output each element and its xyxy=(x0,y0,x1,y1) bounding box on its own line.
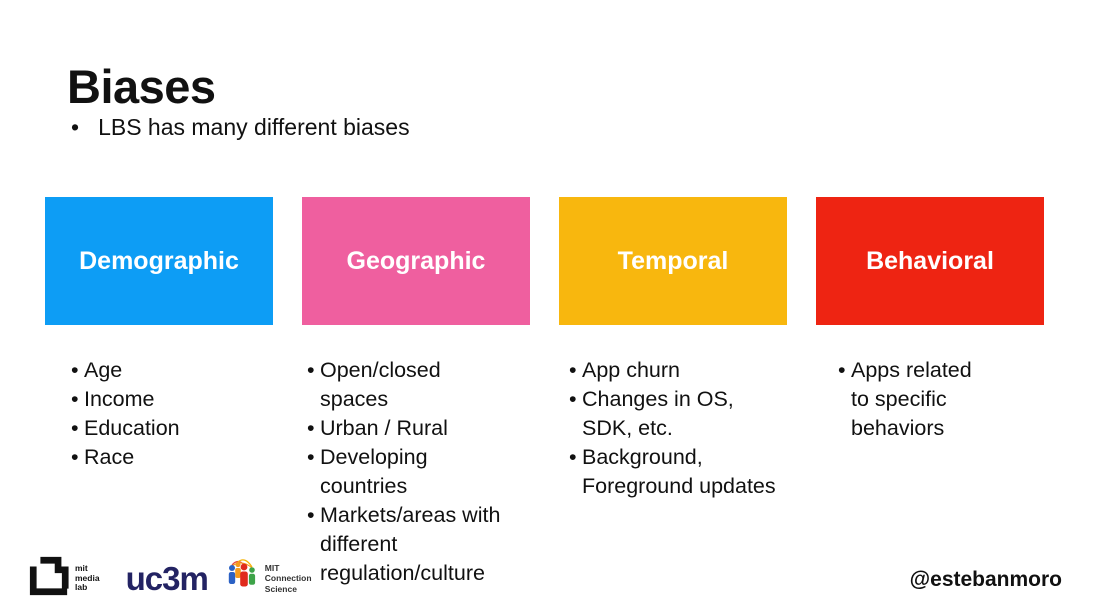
list-item-text: Income xyxy=(84,387,155,411)
category-item-list: •Open/closed spaces•Urban / Rural•Develo… xyxy=(302,356,530,588)
list-item: •Markets/areas with different regulation… xyxy=(307,501,530,588)
list-item-text: Markets/areas with different regulation/… xyxy=(320,503,501,585)
category-label: Temporal xyxy=(617,246,729,275)
bullet-icon: • xyxy=(71,358,79,382)
intro-bullet-line: • LBS has many different biases xyxy=(71,114,410,141)
connection-science-line: Science xyxy=(264,583,297,594)
intro-text: LBS has many different biases xyxy=(98,114,410,140)
list-item: •Race xyxy=(71,443,273,472)
category-box: Demographic xyxy=(45,197,273,325)
list-item: •Developing countries xyxy=(307,443,530,501)
list-item: •Open/closed spaces xyxy=(307,356,530,414)
author-handle: @estebanmoro xyxy=(909,568,1062,591)
media-lab-line: media xyxy=(75,572,100,583)
connection-science-line: Connection xyxy=(264,573,312,584)
connection-science-label: MIT Connection Science xyxy=(265,563,312,594)
list-item-text: Apps related to specific behaviors xyxy=(851,358,972,440)
category-label: Behavioral xyxy=(866,246,994,275)
bullet-icon: • xyxy=(569,387,577,411)
list-item-text: Open/closed spaces xyxy=(320,358,441,411)
bullet-icon: • xyxy=(307,416,315,440)
list-item-text: Developing countries xyxy=(320,445,428,498)
category-box: Temporal xyxy=(559,197,787,325)
list-item: •Background, Foreground updates xyxy=(569,443,787,501)
bullet-icon: • xyxy=(71,387,79,411)
list-item-text: Education xyxy=(84,416,180,440)
list-item-text: App churn xyxy=(582,358,681,382)
bullet-icon: • xyxy=(307,445,315,469)
category-box: Geographic xyxy=(302,197,530,325)
connection-science-people-icon xyxy=(224,556,260,601)
list-item: •Apps related to specific behaviors xyxy=(838,356,1044,443)
bullet-icon: • xyxy=(71,114,80,140)
category-item-list: •Apps related to specific behaviors xyxy=(816,356,1044,443)
list-item-text: Background, Foreground updates xyxy=(582,445,776,498)
category-label: Geographic xyxy=(346,246,486,275)
mit-media-lab-logo-icon xyxy=(28,555,70,602)
category-label: Demographic xyxy=(79,246,239,275)
bullet-icon: • xyxy=(71,445,79,469)
slide-title: Biases xyxy=(67,60,216,114)
footer-logos: mit media lab uc3m MIT Connection Scie xyxy=(28,555,312,602)
category-item-list: •Age•Income•Education•Race xyxy=(45,356,273,472)
list-item: •Age xyxy=(71,356,273,385)
bullet-icon: • xyxy=(569,445,577,469)
list-item-text: Race xyxy=(84,445,135,469)
mit-connection-science-logo: MIT Connection Science xyxy=(224,556,312,601)
category-item-list: •App churn•Changes in OS, SDK, etc.•Back… xyxy=(559,356,787,501)
bullet-icon: • xyxy=(307,358,315,382)
media-lab-line: lab xyxy=(75,582,88,593)
bias-column-behavioral: Behavioral •Apps related to specific beha… xyxy=(816,197,1044,588)
media-lab-line: mit xyxy=(75,563,88,574)
bullet-icon: • xyxy=(307,503,315,527)
list-item: •Urban / Rural xyxy=(307,414,530,443)
list-item-text: Changes in OS, SDK, etc. xyxy=(582,387,734,440)
list-item: •App churn xyxy=(569,356,787,385)
list-item: •Education xyxy=(71,414,273,443)
bias-column-geographic: Geographic•Open/closed spaces•Urban / Ru… xyxy=(302,197,530,588)
list-item-text: Age xyxy=(84,358,123,382)
list-item-text: Urban / Rural xyxy=(320,416,448,440)
mit-media-lab-label: mit media lab xyxy=(75,564,100,592)
bullet-icon: • xyxy=(838,358,846,382)
list-item: •Income xyxy=(71,385,273,414)
bias-column-demographic: Demographic•Age•Income•Education•Race xyxy=(45,197,273,588)
bullet-icon: • xyxy=(569,358,577,382)
bias-column-temporal: Temporal•App churn•Changes in OS, SDK, e… xyxy=(559,197,787,588)
connection-science-line: MIT xyxy=(264,563,280,574)
list-item: •Changes in OS, SDK, etc. xyxy=(569,385,787,443)
bullet-icon: • xyxy=(71,416,79,440)
uc3m-logo: uc3m xyxy=(125,559,209,597)
category-box: Behavioral xyxy=(816,197,1044,325)
